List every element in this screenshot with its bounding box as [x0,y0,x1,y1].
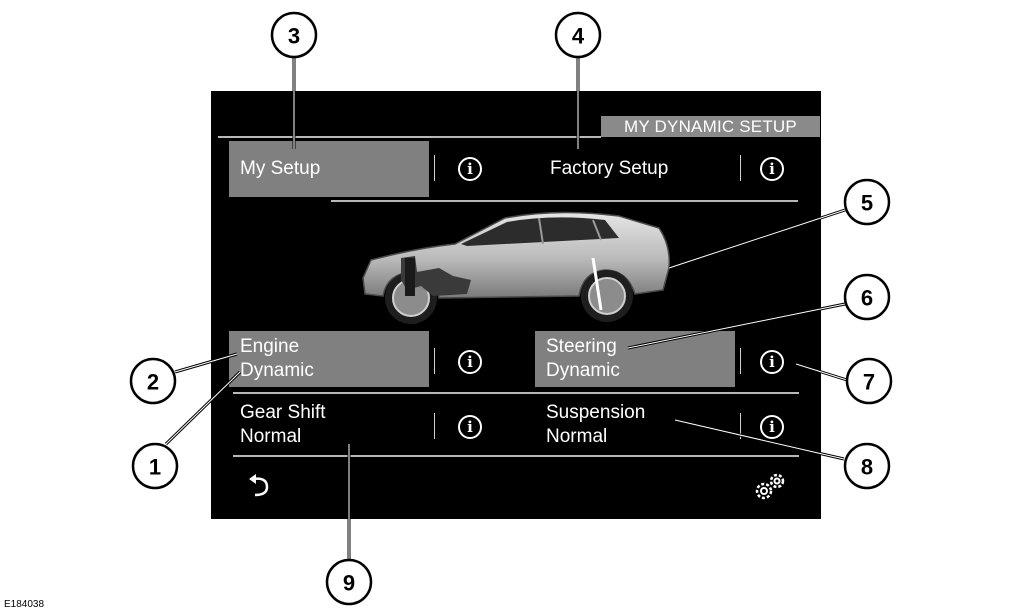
tab-factory-setup[interactable]: Factory Setup [539,141,739,197]
separator [740,413,741,439]
info-icon[interactable]: i [760,415,784,439]
setting-engine[interactable]: Engine Dynamic [229,331,429,387]
tab-my-setup[interactable]: My Setup [229,141,429,197]
setting-engine-name: Engine [240,336,300,357]
callout-5-circle [843,178,891,226]
callout-8-circle [843,442,891,490]
callout-5: 5 [861,191,873,216]
info-icon[interactable]: i [760,157,784,181]
tab-factory-setup-label: Factory Setup [550,158,669,179]
dynamic-setup-screen: MY DYNAMIC SETUP My Setup i Factory Setu… [211,91,821,519]
figure-id: E184038 [4,599,45,610]
setting-suspension[interactable]: Suspension Normal [535,397,735,453]
callout-4-circle [554,11,602,59]
info-icon[interactable]: i [458,157,482,181]
separator [434,413,435,439]
header-divider [218,136,601,138]
setting-gear-shift-name: Gear Shift [240,402,326,423]
bottom-divider [233,455,799,457]
separator [740,155,741,181]
callout-3: 3 [288,24,300,49]
setting-gear-shift[interactable]: Gear Shift Normal [229,397,429,453]
separator [740,348,741,374]
callout-3-circle [270,11,318,59]
setting-engine-value: Dynamic [240,360,314,381]
callout-2-circle [129,357,177,405]
callout-4: 4 [572,24,585,49]
setting-suspension-value: Normal [546,426,608,447]
callout-7: 7 [863,370,875,395]
callout-9-circle [325,558,373,606]
setting-steering[interactable]: Steering Dynamic [535,331,735,387]
info-icon[interactable]: i [760,350,784,374]
setting-steering-name: Steering [546,336,617,357]
setting-gear-shift-value: Normal [240,426,302,447]
callout-1-circle [131,442,179,490]
setting-steering-value: Dynamic [546,360,620,381]
callout-2: 2 [147,370,159,395]
tabs-divider [331,200,798,202]
callout-1: 1 [149,455,161,480]
screen-title: MY DYNAMIC SETUP [601,116,820,137]
callout-7-circle [845,357,893,405]
callout-8: 8 [861,455,873,480]
info-icon[interactable]: i [458,415,482,439]
separator [434,348,435,374]
setting-suspension-name: Suspension [546,402,646,423]
back-arrow-icon[interactable] [247,473,273,499]
callout-9: 9 [343,571,355,596]
gears-icon[interactable] [752,471,788,503]
settings-divider [233,392,799,394]
separator [434,155,435,181]
callout-6-circle [843,273,891,321]
car-illustration [362,211,671,324]
callout-6: 6 [861,286,873,311]
tab-my-setup-label: My Setup [240,158,321,179]
info-icon[interactable]: i [458,350,482,374]
